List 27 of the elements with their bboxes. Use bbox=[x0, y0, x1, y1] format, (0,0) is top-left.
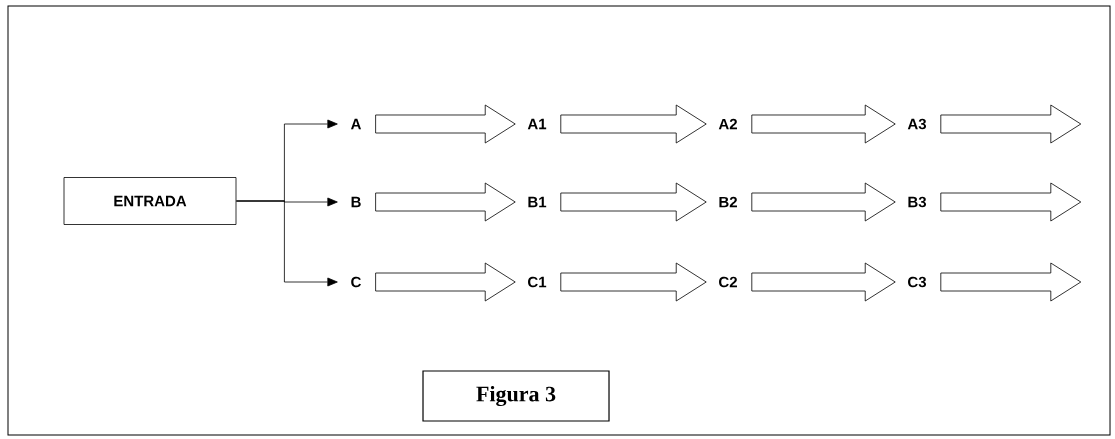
block-arrow bbox=[375, 104, 516, 144]
step-label: C bbox=[351, 276, 361, 288]
block-arrow bbox=[375, 262, 516, 302]
block-arrow bbox=[560, 104, 707, 144]
arrow bbox=[236, 200, 338, 287]
block-arrow bbox=[751, 262, 896, 302]
block-arrow bbox=[751, 182, 896, 222]
block-arrow bbox=[940, 182, 1082, 222]
step-label: A1 bbox=[527, 118, 547, 130]
process-box: ENTRADA bbox=[63, 177, 237, 225]
block-arrow bbox=[560, 262, 707, 302]
block-arrow bbox=[375, 182, 516, 222]
step-label: B bbox=[351, 196, 361, 208]
step-label: A2 bbox=[718, 118, 737, 130]
step-label: C2 bbox=[719, 276, 737, 288]
step-label: A bbox=[350, 118, 361, 130]
step-label: B3 bbox=[908, 196, 927, 208]
block-arrow bbox=[560, 182, 707, 222]
step-label: C3 bbox=[908, 276, 927, 288]
block-arrow bbox=[940, 104, 1082, 144]
block-arrow bbox=[940, 262, 1082, 302]
figure-label-box: Figura 3 bbox=[422, 370, 610, 422]
step-label: B1 bbox=[528, 196, 547, 208]
step-label: B2 bbox=[719, 196, 737, 208]
step-label: C1 bbox=[528, 276, 547, 288]
step-label: A3 bbox=[907, 118, 927, 130]
block-arrow bbox=[751, 104, 896, 144]
